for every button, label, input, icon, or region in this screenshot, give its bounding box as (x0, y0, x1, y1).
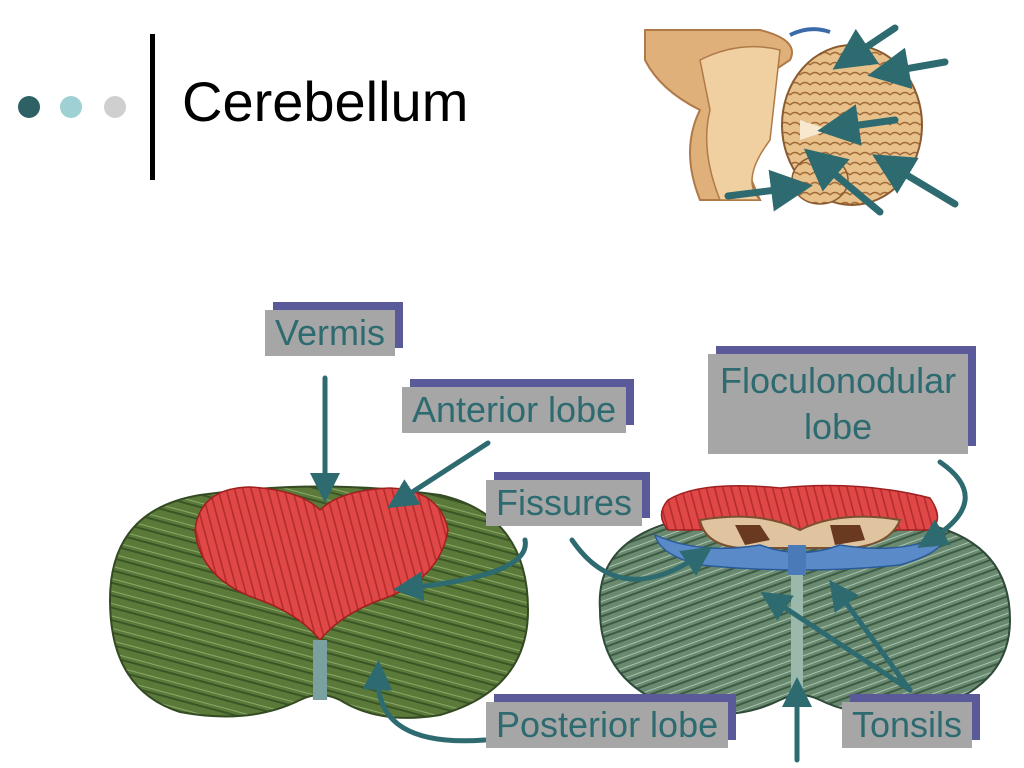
posterior-lobe-arrow (362, 660, 488, 744)
fissures-arrow-right (569, 537, 713, 582)
fissures-arrow-left (393, 537, 528, 602)
annotation-arrows (310, 375, 968, 763)
label-tonsils: Tonsils (842, 702, 973, 748)
sagittal-arrows (724, 24, 959, 216)
cerebellum-superior-illustration (108, 485, 530, 719)
page-title: Cerebellum (182, 70, 469, 133)
label-floculonodular-lobe: Floculonodular lobe (708, 354, 969, 454)
bullet-dot-dark (18, 96, 40, 118)
label-floculonodular-line2: lobe (804, 406, 873, 447)
bullet-dot-grey (104, 96, 126, 118)
label-posterior-lobe: Posterior lobe (486, 702, 729, 748)
sagittal-section-illustration (644, 25, 965, 215)
tonsils-arrow-2 (829, 579, 913, 693)
title-divider (150, 34, 155, 180)
floculonodular-arrow (917, 459, 968, 548)
label-fissures: Fissures (486, 480, 643, 526)
cerebellum-inferior-illustration (598, 484, 1012, 716)
tonsils-arrow-1 (760, 591, 913, 693)
anterior-lobe-arrow (387, 440, 491, 509)
label-floculonodular-line1: Floculonodular (720, 360, 957, 401)
label-anterior-lobe: Anterior lobe (402, 387, 627, 433)
bullet-dot-light (60, 96, 82, 118)
label-vermis: Vermis (265, 310, 396, 356)
